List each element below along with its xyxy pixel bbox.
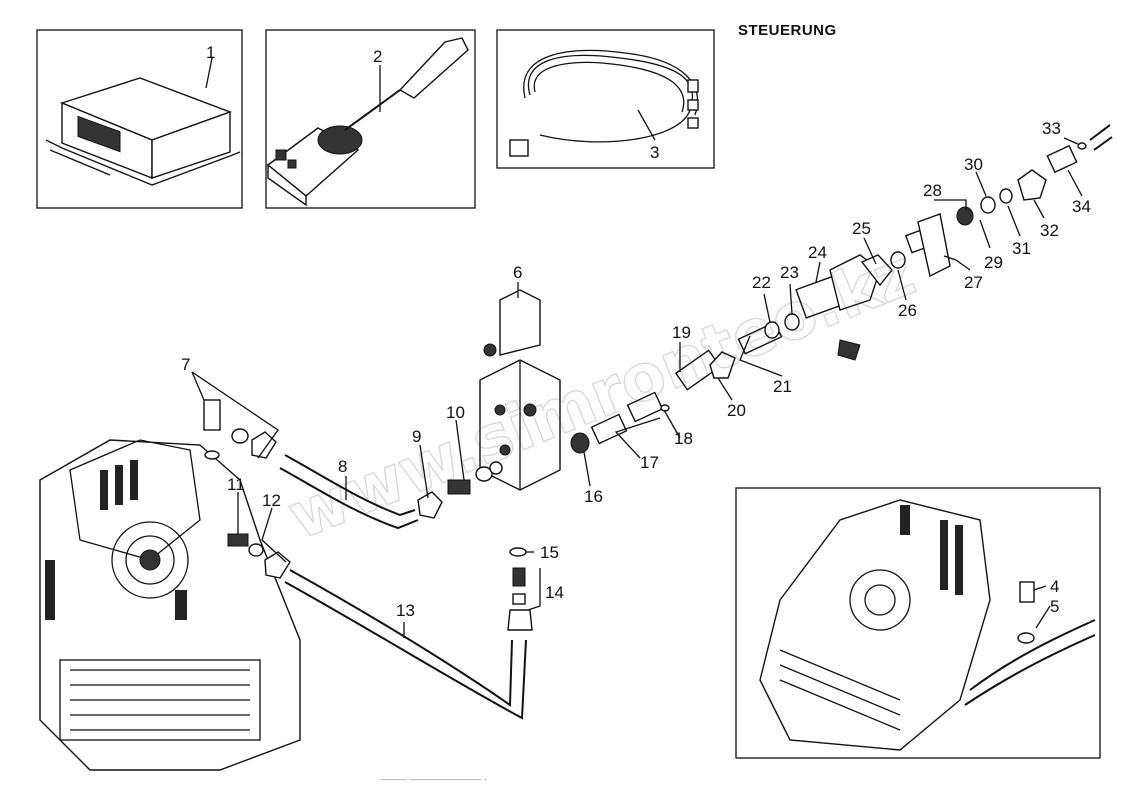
callout-4: 4 (1050, 577, 1059, 596)
gearbox-main (39, 439, 301, 771)
callout-20: 20 (727, 401, 746, 420)
leader-lines (191, 57, 1083, 638)
callout-26: 26 (898, 301, 917, 320)
callout-22: 22 (752, 273, 771, 292)
callout-5: 5 (1050, 597, 1059, 616)
callout-6: 6 (513, 263, 522, 282)
inset-box-control-unit (36, 29, 243, 209)
callout-23: 23 (780, 263, 799, 282)
callout-30: 30 (964, 155, 983, 174)
callout-11: 11 (227, 475, 245, 494)
callout-34: 34 (1072, 197, 1091, 216)
callout-19: 19 (672, 323, 691, 342)
inset-box-joystick (265, 29, 476, 209)
callout-9: 9 (412, 427, 421, 446)
callout-31: 31 (1012, 239, 1031, 258)
callout-12: 12 (262, 491, 281, 510)
valve-block (479, 289, 561, 491)
diagram-title: STEUERUNG (738, 22, 837, 39)
callout-18: 18 (674, 429, 693, 448)
callout-10: 10 (446, 403, 465, 422)
callout-29: 29 (984, 253, 1003, 272)
control-unit (45, 77, 241, 186)
fitting-9-10 (417, 461, 503, 519)
inset-box-gearbox-detail (735, 487, 1101, 759)
callout-8: 8 (338, 457, 347, 476)
callout-32: 32 (1040, 221, 1059, 240)
callout-14: 14 (545, 583, 564, 602)
callout-28: 28 (923, 181, 942, 200)
callout-3: 3 (650, 143, 659, 162)
inset-box-cable-harness (496, 29, 715, 169)
callout-15: 15 (540, 543, 559, 562)
callout-13: 13 (396, 601, 415, 620)
callout-16: 16 (584, 487, 603, 506)
gearbox-detail (759, 499, 1096, 751)
fitting-7 (203, 399, 277, 460)
callout-24: 24 (808, 243, 827, 262)
watermark: www.simronteo.kz (278, 236, 925, 555)
fittings-28-34 (956, 124, 1113, 226)
hose-13 (284, 569, 527, 720)
cable-harness (509, 49, 699, 157)
callout-33: 33 (1042, 119, 1061, 138)
fitting-11-12 (227, 533, 291, 579)
joystick (266, 37, 469, 207)
callout-21: 21 (773, 377, 792, 396)
callout-2: 2 (373, 47, 382, 66)
fitting-14-15 (507, 547, 533, 631)
callout-25: 25 (852, 219, 871, 238)
footer-marks: ——— ———————— · (380, 774, 487, 784)
callout-7: 7 (181, 355, 190, 374)
callout-27: 27 (964, 273, 983, 292)
callout-17: 17 (640, 453, 659, 472)
callout-1: 1 (206, 43, 215, 62)
fittings-22-27 (764, 213, 951, 361)
hose-8 (279, 454, 419, 530)
